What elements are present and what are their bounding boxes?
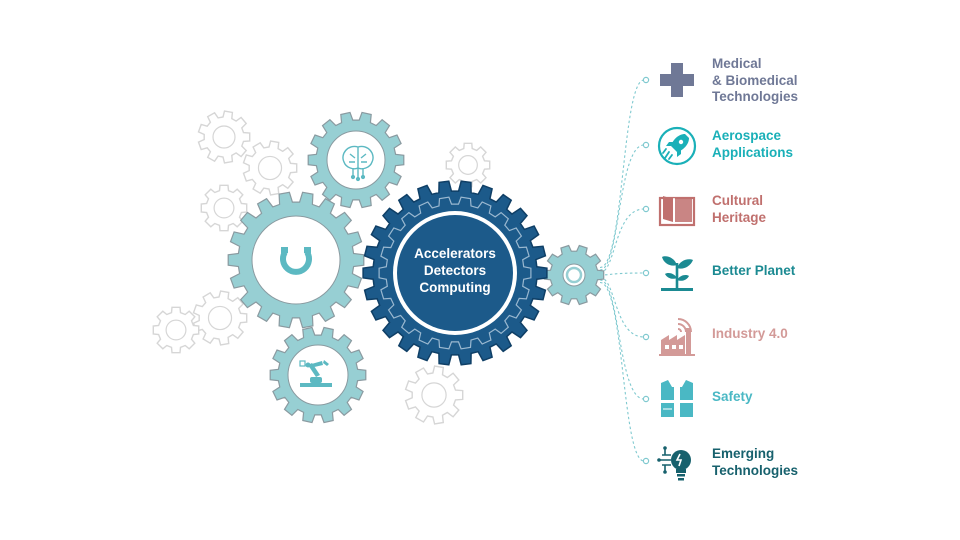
connector-node	[642, 205, 650, 213]
medical-line-2: & Biomedical	[712, 72, 798, 88]
cultural-line-1: Cultural	[712, 193, 764, 208]
teal-gears	[227, 111, 605, 424]
cultural-line-2: Heritage	[712, 209, 767, 225]
outline-gear-hole	[257, 155, 283, 181]
outline-gear	[200, 184, 248, 232]
medical-line-1: Medical	[712, 56, 762, 71]
connector-node	[642, 141, 650, 149]
connector-node	[642, 457, 650, 465]
outline-gears	[152, 110, 491, 425]
application-cultural-label: Cultural Heritage	[712, 193, 766, 226]
book-icon	[658, 196, 696, 227]
application-aerospace-label: Aerospace Applications	[712, 128, 793, 161]
connector-line	[599, 279, 645, 400]
connector-node	[642, 395, 650, 403]
aerospace-line-2: Applications	[712, 144, 794, 160]
hub-line-accelerators: Accelerators	[414, 246, 496, 261]
outline-gear	[242, 140, 298, 196]
connector-node	[642, 269, 650, 277]
outline-gear	[197, 110, 251, 164]
safety-vest-icon	[661, 380, 693, 417]
outline-gear-hole	[213, 197, 235, 219]
safety-line-1: Safety	[712, 389, 753, 404]
application-safety: Safety	[656, 377, 956, 427]
outline-gear-hole	[458, 155, 478, 175]
outline-gear-hole	[421, 382, 447, 408]
outline-gear	[404, 365, 464, 425]
connector-line	[599, 272, 645, 276]
connector-line	[599, 79, 645, 269]
outline-gear-hole	[207, 305, 233, 331]
sprout-icon	[661, 256, 693, 291]
hub-line-computing: Computing	[419, 280, 491, 295]
application-emerging: Emerging Technologies	[656, 443, 956, 493]
connector-node	[642, 76, 650, 84]
application-cultural: Cultural Heritage	[656, 190, 956, 240]
application-emerging-label: Emerging Technologies	[712, 446, 798, 479]
outline-gear	[445, 142, 491, 188]
application-medical-label: Medical & Biomedical Technologies	[712, 56, 798, 106]
magnet-icon	[280, 247, 312, 275]
connector-line	[599, 281, 645, 462]
emerging-line-2: Technologies	[712, 462, 799, 478]
connector-line	[599, 276, 645, 338]
hub-label: Accelerators Detectors Computing	[385, 245, 525, 296]
lightbulb-icon	[657, 446, 691, 481]
outline-gear-hole	[165, 319, 187, 341]
hub-gear-center	[397, 215, 513, 331]
factory-icon	[659, 318, 695, 356]
brain-gear-hole	[326, 130, 386, 190]
medical-cross-icon	[660, 63, 694, 97]
magnet-gear-hole	[251, 215, 341, 305]
application-planet: Better Planet	[656, 251, 956, 301]
application-medical: Medical & Biomedical Technologies	[656, 56, 956, 109]
application-safety-label: Safety	[712, 389, 753, 406]
gear-icons	[280, 145, 374, 387]
outline-gear	[192, 290, 248, 346]
application-planet-label: Better Planet	[712, 263, 795, 280]
outline-gear	[152, 306, 200, 354]
connector-line	[599, 144, 645, 271]
connector-node	[642, 333, 650, 341]
brain-circuit-icon	[342, 145, 374, 182]
robot-arm-icon	[299, 360, 332, 387]
connector-lines	[599, 76, 650, 465]
application-industry-label: Industry 4.0	[712, 326, 788, 343]
hub-line-detectors: Detectors	[423, 263, 487, 278]
application-industry: Industry 4.0	[656, 314, 956, 364]
industry-line-1: Industry 4.0	[712, 326, 788, 341]
hub-gear-inner-ring	[378, 196, 532, 350]
application-aerospace: Aerospace Applications	[656, 125, 956, 175]
planet-line-1: Better Planet	[712, 263, 796, 278]
small-gear-inner-ring	[565, 266, 583, 284]
hub-gear	[362, 180, 548, 366]
emerging-line-1: Emerging	[712, 446, 775, 461]
medical-line-3: Technologies	[712, 89, 799, 104]
outline-gear-hole	[212, 125, 236, 149]
connector-line	[599, 208, 645, 274]
aerospace-line-1: Aerospace	[712, 128, 782, 143]
rocket-icon	[657, 126, 697, 166]
